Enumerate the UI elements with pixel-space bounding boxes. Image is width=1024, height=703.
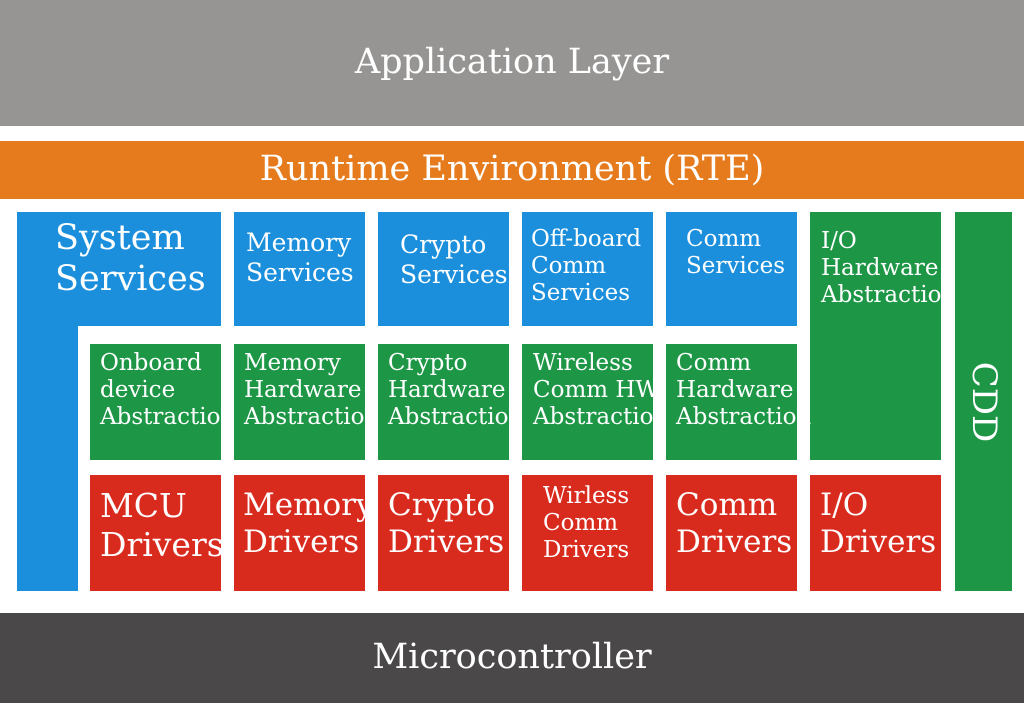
offboard-comm-services-label: Off-board Comm Services bbox=[531, 226, 642, 307]
crypto-services-label: Crypto Services bbox=[400, 230, 508, 289]
crypto-drivers-label: Crypto Drivers bbox=[388, 487, 505, 560]
memory-hardware-abstraction-block: Memory Hardware Abstraction bbox=[234, 344, 379, 460]
comm-drivers-label: Comm Drivers bbox=[676, 487, 793, 560]
application-layer-label: Application Layer bbox=[354, 42, 670, 83]
system-services-label: System Services bbox=[55, 218, 206, 300]
crypto-hardware-abstraction-block: Crypto Hardware Abstraction bbox=[378, 344, 523, 460]
wireless-comm-hw-abstraction-label: Wireless Comm HW Abstraction bbox=[533, 350, 669, 431]
system-services-stem bbox=[17, 326, 78, 591]
io-drivers-label: I/O Drivers bbox=[820, 487, 937, 560]
offboard-comm-services-block: Off-board Comm Services bbox=[522, 212, 653, 326]
comm-hardware-abstraction-block: Comm Hardware Abstraction bbox=[666, 344, 811, 460]
application-layer: Application Layer bbox=[0, 0, 1024, 126]
comm-services-label: Comm Services bbox=[686, 226, 786, 280]
onboard-device-abstraction-block: Onboard device Abstraction bbox=[90, 344, 235, 460]
comm-hardware-abstraction-label: Comm Hardware Abstraction bbox=[676, 350, 812, 431]
cdd-label: CDD bbox=[963, 361, 1004, 442]
mcu-drivers-label: MCU Drivers bbox=[100, 486, 224, 564]
io-hardware-abstraction-block: I/O Hardware Abstraction bbox=[810, 212, 956, 460]
rte-label: Runtime Environment (RTE) bbox=[259, 149, 765, 190]
memory-drivers-label: Memory Drivers bbox=[243, 487, 374, 560]
system-services-top: System Services bbox=[17, 212, 221, 326]
comm-services-block: Comm Services bbox=[666, 212, 797, 326]
io-drivers-block: I/O Drivers bbox=[810, 475, 941, 591]
crypto-hardware-abstraction-label: Crypto Hardware Abstraction bbox=[388, 350, 524, 431]
memory-services-label: Memory Services bbox=[246, 228, 354, 287]
io-hardware-abstraction-label: I/O Hardware Abstraction bbox=[821, 228, 957, 309]
memory-drivers-block: Memory Drivers bbox=[234, 475, 373, 591]
wireless-comm-hw-abstraction-block: Wireless Comm HW Abstraction bbox=[522, 344, 668, 460]
memory-services-block: Memory Services bbox=[234, 212, 365, 326]
crypto-services-block: Crypto Services bbox=[378, 212, 509, 326]
wireless-comm-drivers-block: Wirless Comm Drivers bbox=[522, 475, 653, 591]
memory-hardware-abstraction-label: Memory Hardware Abstraction bbox=[244, 350, 380, 431]
cdd-block: CDD bbox=[955, 212, 1012, 591]
crypto-drivers-block: Crypto Drivers bbox=[378, 475, 509, 591]
microcontroller-layer: Microcontroller bbox=[0, 613, 1024, 703]
wireless-comm-drivers-label: Wirless Comm Drivers bbox=[543, 483, 630, 564]
comm-drivers-block: Comm Drivers bbox=[666, 475, 797, 591]
onboard-device-abstraction-label: Onboard device Abstraction bbox=[100, 350, 236, 431]
rte-layer: Runtime Environment (RTE) bbox=[0, 141, 1024, 199]
mcu-drivers-block: MCU Drivers bbox=[90, 475, 224, 591]
microcontroller-label: Microcontroller bbox=[372, 637, 652, 678]
